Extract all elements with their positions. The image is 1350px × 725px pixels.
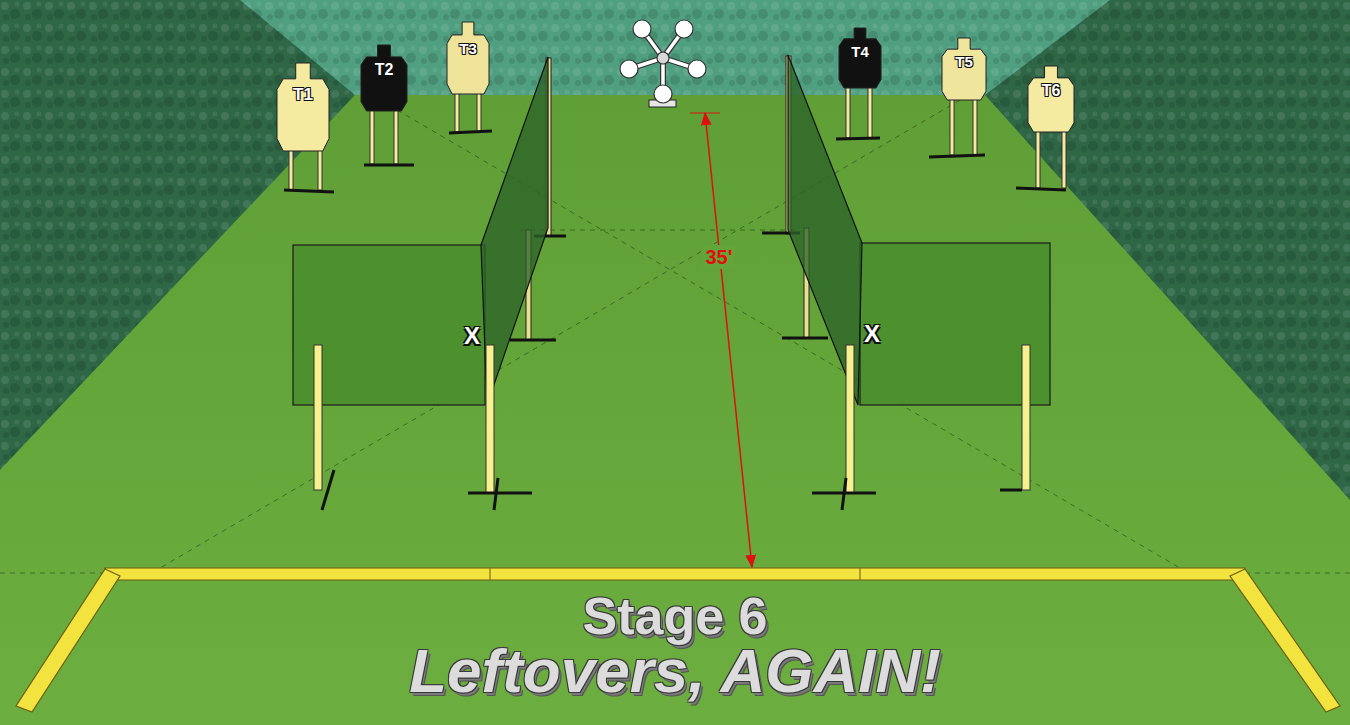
barricade-post xyxy=(1022,345,1030,490)
silhouette-shape xyxy=(942,38,986,100)
layout-lines xyxy=(0,100,1350,573)
silhouette-shape xyxy=(361,45,407,111)
barricade-post xyxy=(314,345,322,490)
target-silhouette: T3 xyxy=(447,22,489,94)
board-joint xyxy=(860,568,861,580)
right-barricade xyxy=(762,55,1050,510)
target-label: T6 xyxy=(1042,83,1061,99)
barricade-post xyxy=(846,345,854,493)
dashed-line xyxy=(0,573,105,574)
target-label: T3 xyxy=(459,41,477,56)
barricade-post xyxy=(486,345,494,493)
stand-leg xyxy=(477,93,481,132)
stand-foot xyxy=(1016,188,1066,190)
target-label: T2 xyxy=(375,62,394,78)
silhouette-outline xyxy=(277,63,329,151)
stand-leg xyxy=(455,93,459,132)
target-silhouette: T2 xyxy=(361,45,407,111)
target-silhouette: T6 xyxy=(1028,66,1074,132)
barricade-foot xyxy=(842,478,846,510)
stand-foot xyxy=(929,155,985,157)
star-arms xyxy=(629,29,697,94)
target-label: T5 xyxy=(955,54,973,69)
silhouette-outline xyxy=(447,22,489,94)
stand-leg xyxy=(318,150,322,190)
dashed-line xyxy=(1245,573,1350,574)
shooting-position-mark: X xyxy=(464,324,480,348)
star-plates xyxy=(620,20,706,103)
dashed-line xyxy=(520,230,800,231)
barricade-foot xyxy=(510,339,556,342)
star-plate xyxy=(675,20,693,38)
left-barricade xyxy=(293,57,566,510)
silhouette-outline xyxy=(942,38,986,100)
dimension-tick xyxy=(690,113,720,114)
stand-foot xyxy=(836,138,880,139)
silhouette-shape xyxy=(447,22,489,94)
barricade-foot xyxy=(322,470,334,510)
stage-caption: Leftovers, AGAIN! xyxy=(0,640,1350,702)
stand-leg xyxy=(868,87,872,138)
silhouette-outline xyxy=(1028,66,1074,132)
silhouette-outline xyxy=(361,45,407,111)
stand-leg xyxy=(394,110,398,164)
target-silhouette: T4 xyxy=(839,28,881,88)
fault-line xyxy=(1230,569,1340,712)
stand-leg xyxy=(973,99,977,155)
stand-leg xyxy=(1062,131,1066,188)
distance-dimension: 35' xyxy=(702,245,735,269)
barricade-foot xyxy=(1000,489,1022,492)
silhouette-shape xyxy=(277,63,329,151)
star-plate xyxy=(654,85,672,103)
target-silhouette: T5 xyxy=(942,38,986,100)
target-silhouette: T1 xyxy=(277,63,329,151)
stand-leg xyxy=(846,87,850,138)
stand-leg xyxy=(1036,131,1040,188)
barricade-foot xyxy=(782,337,828,340)
dimension-line xyxy=(705,113,752,567)
star-hub xyxy=(657,52,669,64)
star-plate xyxy=(633,20,651,38)
fault-line xyxy=(16,569,120,712)
barricade-foot xyxy=(468,492,532,495)
board-joint xyxy=(490,568,491,580)
stand-leg xyxy=(370,110,374,164)
stand-leg xyxy=(950,99,954,155)
target-label: T4 xyxy=(851,44,869,59)
stand-foot xyxy=(449,131,492,133)
silhouette-shape xyxy=(1028,66,1074,132)
barricade-foot xyxy=(494,478,498,510)
ground xyxy=(0,95,1350,725)
shooting-position-mark: X xyxy=(864,322,880,346)
stand-foot xyxy=(364,164,414,167)
stand-foot xyxy=(284,190,334,192)
stage-title: Stage 6 xyxy=(0,590,1350,642)
fault-line xyxy=(105,568,1245,580)
steel-star xyxy=(620,20,706,107)
star-arms-outline xyxy=(629,29,697,94)
stand-feet xyxy=(284,131,1066,192)
stand-leg xyxy=(289,150,293,190)
silhouette-shape xyxy=(839,28,881,88)
target-label: T1 xyxy=(293,86,313,103)
star-plate xyxy=(688,60,706,78)
star-plate xyxy=(620,60,638,78)
